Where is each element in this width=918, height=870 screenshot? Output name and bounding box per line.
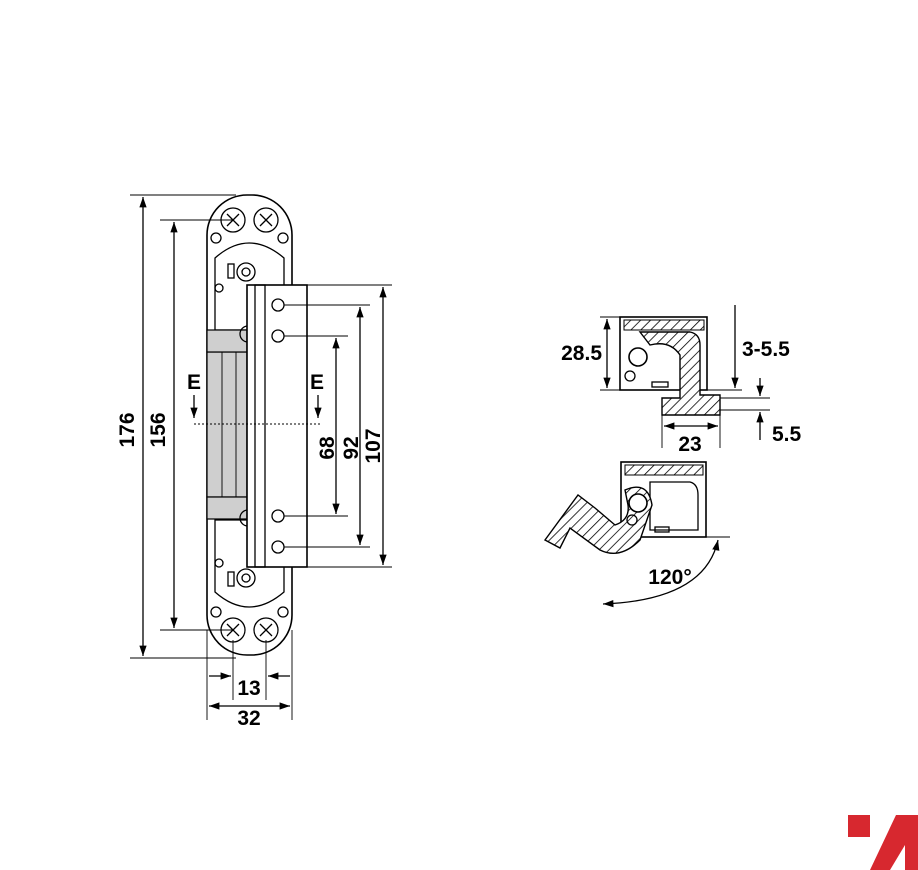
section-view-open: 120° (543, 461, 730, 608)
dim-screw-span: 156 (147, 412, 170, 447)
dim-height: 28.5 (561, 342, 602, 365)
brand-logo (848, 815, 918, 870)
dim-adjust: 3-5.5 (742, 338, 790, 361)
dim-hole-92: 92 (340, 436, 363, 459)
logo-mark (870, 815, 918, 870)
dim-overall-height: 176 (116, 412, 139, 447)
dim-gap: 5.5 (772, 423, 802, 446)
dim-hole-68: 68 (316, 436, 339, 460)
dim-width-inner: 13 (237, 677, 260, 700)
angle-arc (602, 539, 720, 608)
dim-width-overall: 32 (237, 707, 260, 730)
section-label-right: E (310, 371, 324, 394)
section-label-left: E (187, 371, 201, 394)
screw-top-right-icon (253, 207, 279, 233)
hinge-front-view: E E 176 156 68 92 107 13 32 (116, 194, 392, 730)
logo-square (848, 815, 870, 837)
section-view-closed: 28.5 3-5.5 23 5.5 (561, 305, 802, 456)
dim-angle: 120° (648, 566, 691, 589)
dim-width: 23 (678, 433, 701, 456)
dim-hole-107: 107 (362, 428, 385, 463)
hinge-arm-closed (638, 331, 721, 416)
mounting-plate (246, 284, 308, 568)
